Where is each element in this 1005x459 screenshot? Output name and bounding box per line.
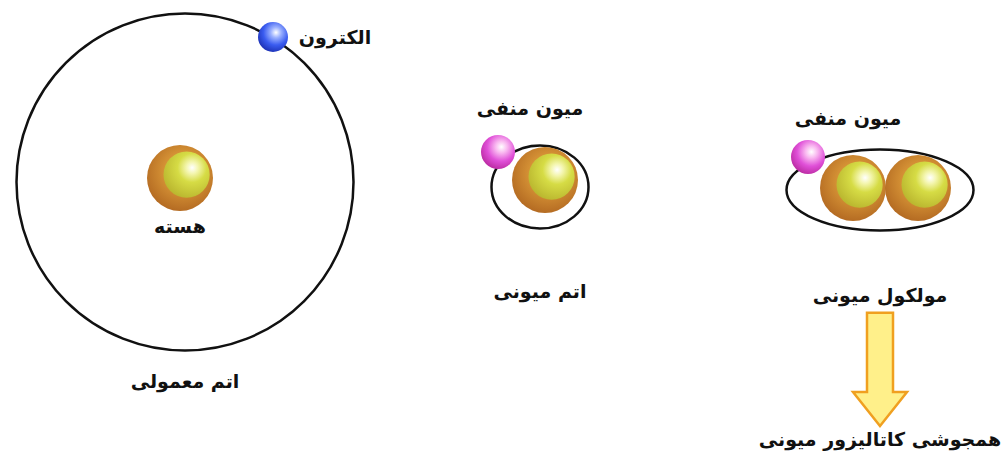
node-label: اتم میونی <box>494 280 587 303</box>
nucleus-core <box>902 162 948 208</box>
muon-ball <box>481 135 515 169</box>
block-arrow <box>853 313 907 426</box>
nucleus: هسته <box>147 145 213 238</box>
muon-ball <box>791 140 825 174</box>
nucleus-ball <box>512 147 578 213</box>
node-label: همجوشی کاتالیزور میونی <box>759 428 1001 451</box>
orbit-circle <box>17 14 354 351</box>
nucleus-ball <box>885 155 951 221</box>
electron-ball <box>258 22 288 52</box>
muon-label: میون منفی <box>477 97 584 120</box>
nucleus-ball <box>820 155 886 221</box>
node-outline <box>490 144 590 230</box>
node-label: مولکول میونی <box>813 284 948 307</box>
muon-label: میون منفی <box>795 107 902 130</box>
node-outline <box>147 145 213 211</box>
electron-label: الکترون <box>299 26 371 49</box>
node-outline <box>754 428 755 429</box>
muonic-atom: اتم میونی <box>490 144 590 303</box>
node-outline <box>785 148 975 232</box>
nucleus-core <box>164 152 210 198</box>
node-label: هسته <box>154 215 206 238</box>
muonic-molecule: مولکول میونی <box>785 148 975 307</box>
ordinary-atom: اتم معمولی هسته <box>15 12 355 393</box>
fusion-result: همجوشی کاتالیزور میونی <box>754 428 1005 451</box>
nucleus-core <box>529 154 575 200</box>
nucleus-core <box>837 162 883 208</box>
node-label: اتم معمولی <box>131 370 240 393</box>
nucleus-ball <box>147 145 213 211</box>
